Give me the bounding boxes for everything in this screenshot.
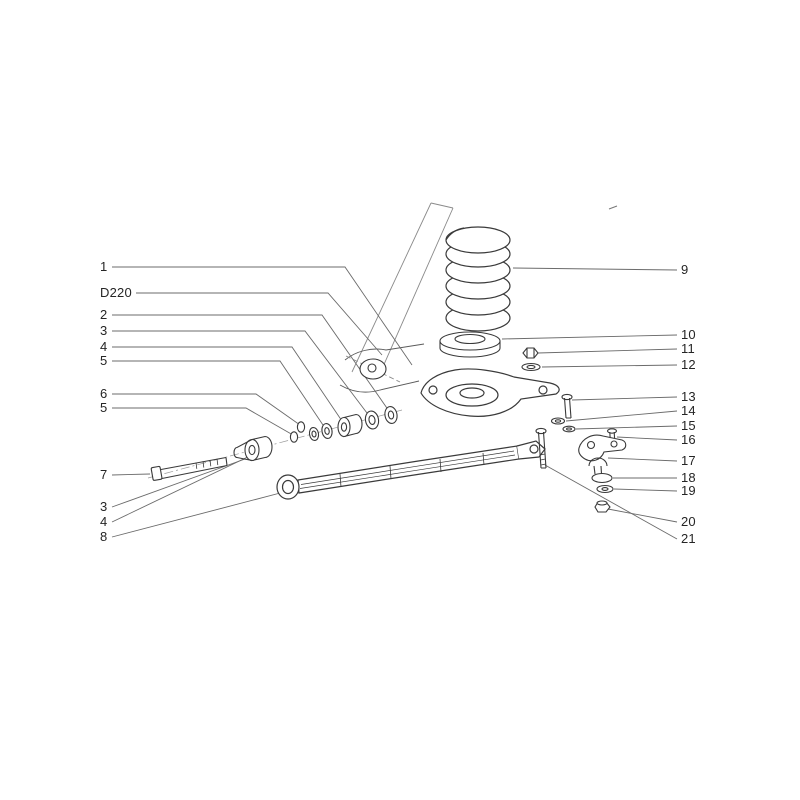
bushing-washer-set [289, 406, 398, 443]
callout-2: 2 [100, 307, 108, 322]
boot-18 [591, 472, 613, 484]
leader-5a [112, 360, 326, 429]
pivot-bushing [233, 435, 273, 462]
coil-spring [445, 226, 511, 332]
pivot-bolt [150, 456, 228, 481]
lower-control-arm [420, 368, 560, 417]
callout-7: 7 [100, 467, 108, 482]
callout-18: 18 [681, 470, 696, 485]
spring-seat-washer [521, 362, 541, 372]
leader-9 [512, 267, 678, 271]
leader-12 [541, 364, 678, 368]
leader-8 [111, 491, 285, 538]
frame-bracket-phantom [339, 202, 454, 393]
callout-8: 8 [100, 529, 108, 544]
callout-15: 15 [681, 418, 696, 433]
leader-15 [575, 425, 678, 430]
leader-7 [111, 473, 151, 476]
bolt-13 [561, 393, 573, 401]
callout-20: 20 [681, 514, 696, 529]
callout-5b: 5 [100, 400, 108, 415]
callout-6: 6 [100, 386, 108, 401]
callout-4a: 4 [100, 339, 108, 354]
leader-3b [111, 458, 246, 508]
callout-1: 1 [100, 259, 108, 274]
leader-2 [112, 314, 390, 412]
callout-14: 14 [681, 403, 696, 418]
ball-stud [588, 457, 608, 467]
callout-9: 9 [681, 262, 689, 277]
bolt-16 [606, 428, 618, 434]
frame-boss [359, 358, 387, 380]
leader-19 [613, 488, 678, 492]
leader-lines [111, 266, 678, 540]
leader-20 [607, 508, 678, 523]
callout-3a: 3 [100, 323, 108, 338]
ball-joint-assembly [535, 393, 627, 513]
leader-21 [544, 464, 678, 540]
leader-6 [112, 393, 301, 426]
callout-d220: D220 [100, 285, 132, 300]
leader-11 [537, 348, 678, 354]
knuckle-bracket-17 [578, 434, 627, 462]
callout-11: 11 [681, 341, 695, 356]
leader-17 [607, 457, 678, 462]
leader-3a [112, 330, 371, 418]
callout-16: 16 [681, 432, 696, 447]
leader-5b [112, 407, 294, 436]
callout-19: 19 [681, 483, 696, 498]
leader-4b [111, 452, 257, 523]
strut-rod [276, 440, 546, 500]
callout-12: 12 [681, 357, 696, 372]
callout-10: 10 [681, 327, 696, 342]
leader-14 [565, 410, 678, 422]
callout-13: 13 [681, 389, 696, 404]
stray-mark [608, 205, 618, 210]
leader-16 [616, 436, 678, 441]
leader-d220 [136, 292, 383, 356]
bolt-21 [535, 427, 547, 435]
callout-4b: 4 [100, 514, 108, 529]
leader-1 [112, 266, 413, 366]
spring-seat-nut [522, 347, 539, 359]
callout-5a: 5 [100, 353, 108, 368]
callout-3b: 3 [100, 499, 108, 514]
spring-seat [439, 331, 501, 358]
callout-17: 17 [681, 453, 696, 468]
leader-10 [501, 334, 678, 340]
leader-13 [571, 396, 678, 401]
axis-centerline [147, 409, 403, 479]
callout-21: 21 [681, 531, 696, 546]
leader-4a [112, 346, 345, 425]
